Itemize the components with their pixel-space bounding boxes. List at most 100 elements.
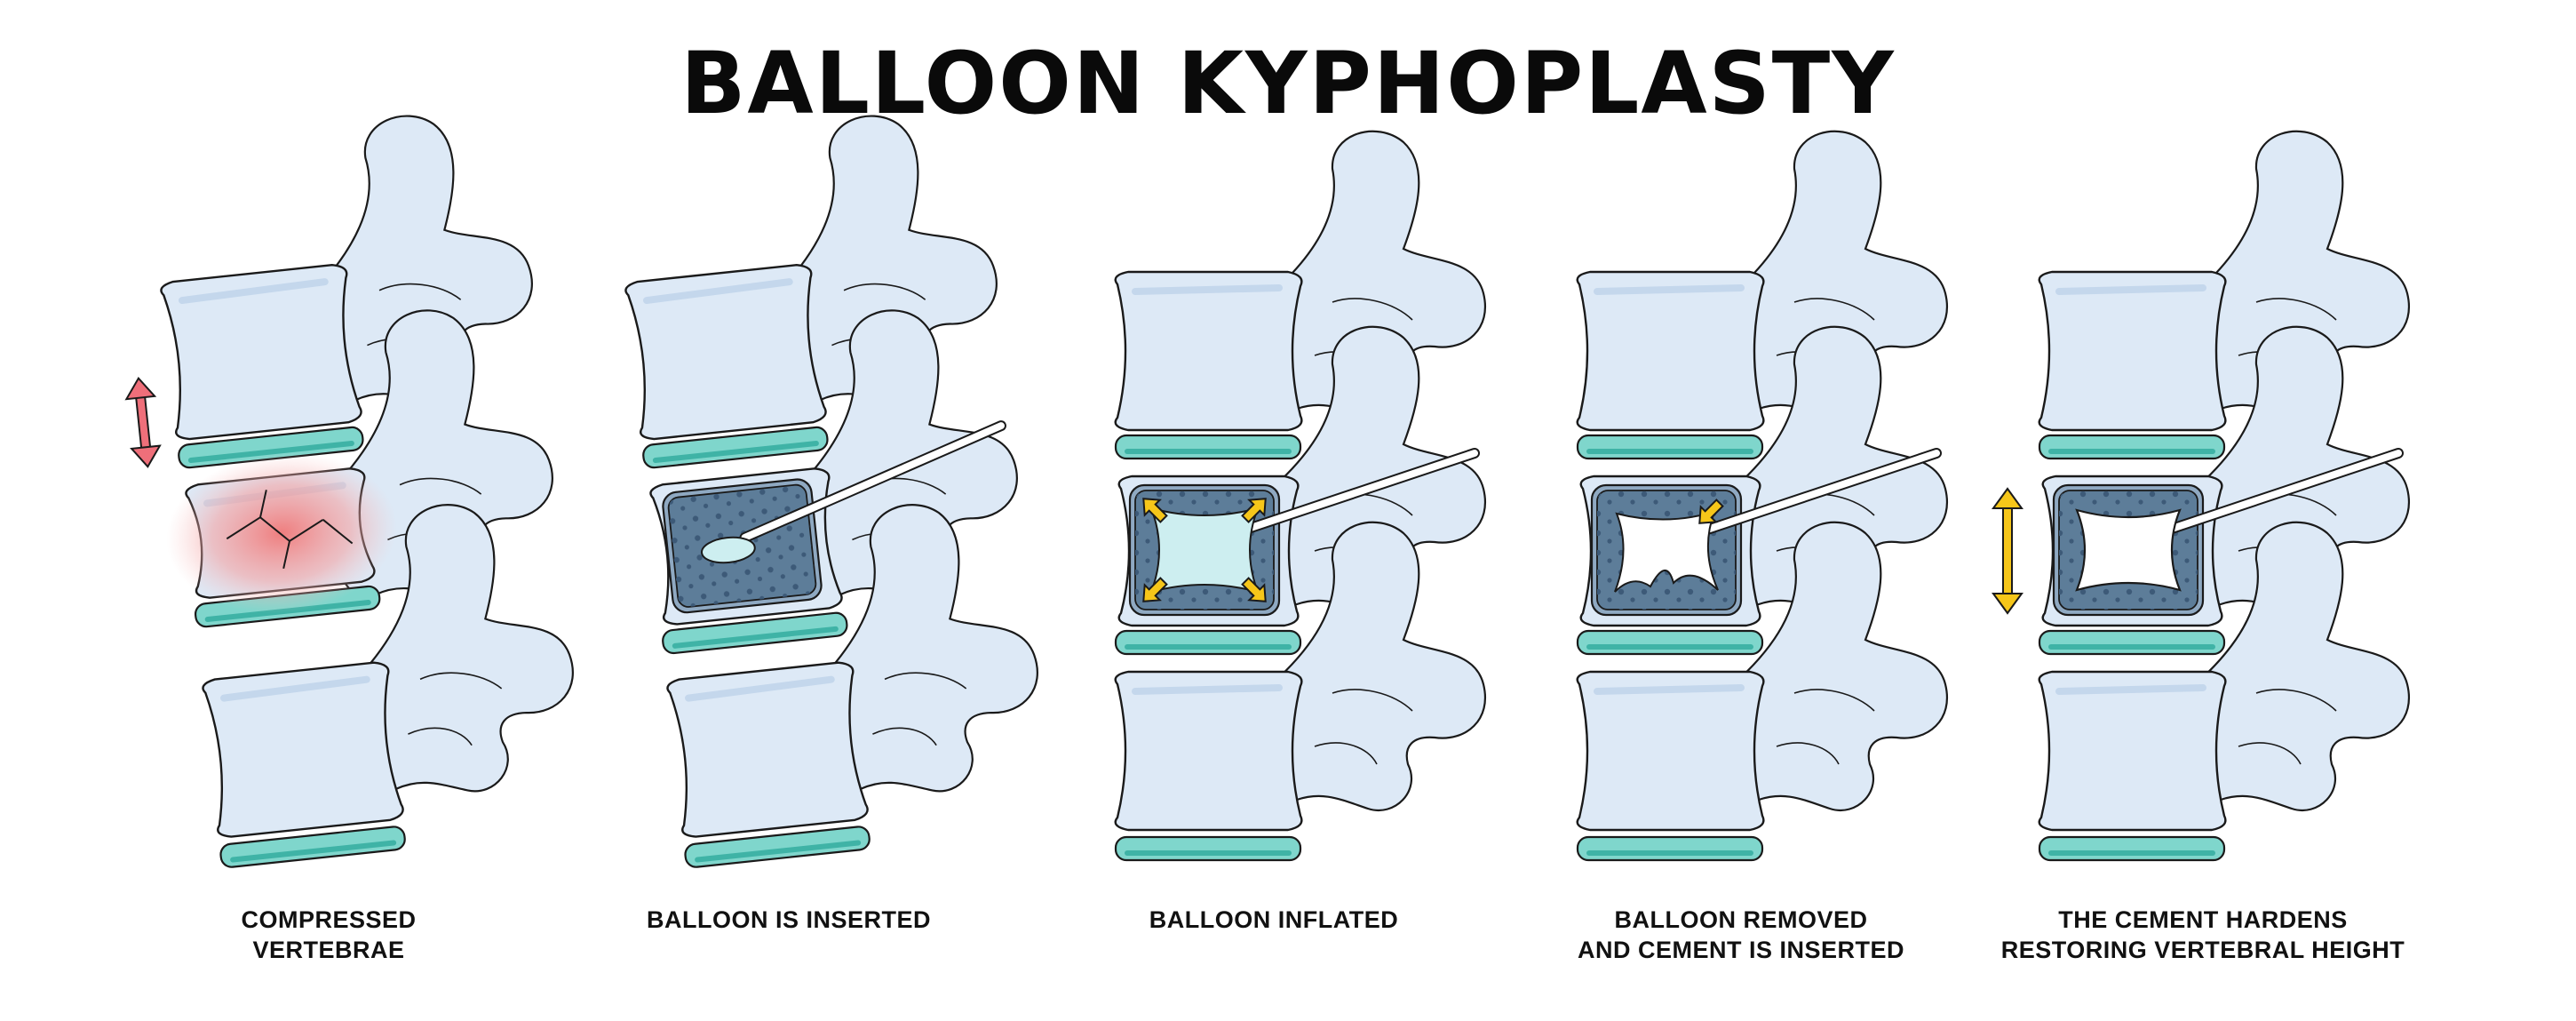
disc-shade <box>1586 644 1753 650</box>
height-arrow-head-down <box>130 444 162 468</box>
intervertebral-disc <box>1114 434 1302 460</box>
caption-line-1: THE CEMENT HARDENS <box>2058 906 2348 933</box>
step-hardened-column <box>1992 130 2410 862</box>
intervertebral-disc <box>2038 835 2226 862</box>
lower-vertebral-body <box>202 661 404 838</box>
body-highlight <box>2055 684 2206 695</box>
process-contour <box>1793 298 1875 321</box>
inflated-balloon <box>1149 507 1260 594</box>
expansion-arrow <box>1241 577 1267 602</box>
step-caption-inflated: BALLOON INFLATED <box>1043 905 1505 935</box>
height-arrow-head-up <box>124 376 157 401</box>
process-contour <box>884 672 967 690</box>
disc-shade <box>2048 850 2215 856</box>
intervertebral-disc <box>1114 835 1302 862</box>
step-caption-cement: BALLOON REMOVED AND CEMENT IS INSERTED <box>1510 905 1972 965</box>
cannula <box>1666 450 1940 546</box>
expansion-arrow-shape <box>1142 577 1168 602</box>
step-inserted-column <box>624 115 1038 868</box>
vertebral-process <box>813 504 1038 793</box>
disc-shade <box>652 440 819 464</box>
lower-vertebral-body <box>1114 670 1303 832</box>
lower-vertebral-body <box>2038 670 2227 832</box>
process-contour <box>378 283 462 300</box>
step-compressed-column <box>124 115 574 868</box>
process-contour <box>1314 742 1378 765</box>
expansion-arrow-shape <box>1241 498 1267 523</box>
expansion-arrow <box>1142 498 1168 523</box>
intervertebral-disc <box>2038 434 2226 460</box>
body-highlight <box>1594 284 1745 295</box>
intervertebral-disc <box>1576 434 1764 460</box>
expansion-arrow <box>1241 498 1267 523</box>
body-highlight <box>220 675 370 702</box>
body-highlight <box>179 278 329 305</box>
lower-vertebral-body <box>666 661 869 838</box>
cannula <box>741 422 1005 541</box>
process-contour <box>1793 689 1875 712</box>
lower-vertebral-body <box>1576 670 1765 832</box>
height-arrow-head-down <box>1992 593 2023 615</box>
process-contour <box>843 283 926 300</box>
expansion-arrow-shape <box>1241 577 1267 602</box>
process-contour <box>408 727 473 746</box>
caption-line-1: BALLOON REMOVED <box>1614 906 1868 933</box>
expansion-arrow-shape <box>1142 498 1168 523</box>
upper-vertebral-body <box>624 263 827 441</box>
disc-shade <box>2048 449 2215 454</box>
hardened-cement <box>2075 508 2182 592</box>
body-highlight <box>643 278 793 305</box>
caption-line-1: BALLOON INFLATED <box>1149 906 1399 933</box>
step-cement-column <box>1576 130 1948 862</box>
upper-vertebral-body <box>1114 270 1303 432</box>
disc-shade <box>1125 850 1292 856</box>
body-highlight <box>1594 684 1745 695</box>
vertebral-process <box>1260 521 1486 811</box>
intervertebral-disc <box>1576 629 1764 656</box>
caption-line-1: BALLOON IS INSERTED <box>646 906 931 933</box>
expansion-arrow <box>1142 577 1168 602</box>
fracture-lines <box>226 490 354 569</box>
intervertebral-disc <box>1114 629 1302 656</box>
intervertebral-disc <box>1576 835 1764 862</box>
step-caption-inserted: BALLOON IS INSERTED <box>558 905 1020 935</box>
expansion-arrow <box>1698 499 1724 524</box>
body-highlight <box>1132 684 1283 695</box>
upper-vertebral-body <box>1576 270 1765 432</box>
process-contour <box>419 672 503 690</box>
process-contour <box>2238 742 2302 765</box>
step-inflated-column <box>1114 130 1486 862</box>
process-contour <box>1332 689 1413 712</box>
disc-shade <box>187 440 354 464</box>
process-contour <box>399 477 482 495</box>
vertebral-process <box>2183 521 2410 811</box>
height-arrow-shaft <box>136 394 150 451</box>
disc-shade <box>1586 850 1753 856</box>
body-highlight <box>685 675 835 702</box>
upper-vertebral-body <box>160 263 362 441</box>
body-highlight <box>2055 284 2206 295</box>
height-arrow-head-up <box>1992 487 2023 509</box>
disc-shade <box>672 626 839 649</box>
step-caption-hardened: THE CEMENT HARDENS RESTORING VERTEBRAL H… <box>1972 905 2434 965</box>
upper-vertebral-body <box>2038 270 2227 432</box>
caption-line-2: VERTEBRAE <box>252 937 405 963</box>
disc-shade <box>2048 644 2215 650</box>
vertebral-process <box>348 504 574 793</box>
disc-shade <box>1125 449 1292 454</box>
deflated-balloon <box>701 536 756 564</box>
intervertebral-disc <box>2038 629 2226 656</box>
disc-shade <box>1125 644 1292 650</box>
disc-shade <box>695 840 862 863</box>
body-highlight <box>1132 284 1283 295</box>
process-contour <box>872 727 937 746</box>
caption-line-2: AND CEMENT IS INSERTED <box>1577 937 1905 963</box>
process-contour <box>1776 742 1840 765</box>
pain-area <box>166 452 397 614</box>
step-caption-compressed: COMPRESSED VERTEBRAE <box>98 905 560 965</box>
expansion-arrow-shape <box>1698 499 1724 524</box>
vertebral-process <box>1721 521 1948 811</box>
cannula <box>2128 450 2402 546</box>
process-contour <box>2255 298 2337 321</box>
